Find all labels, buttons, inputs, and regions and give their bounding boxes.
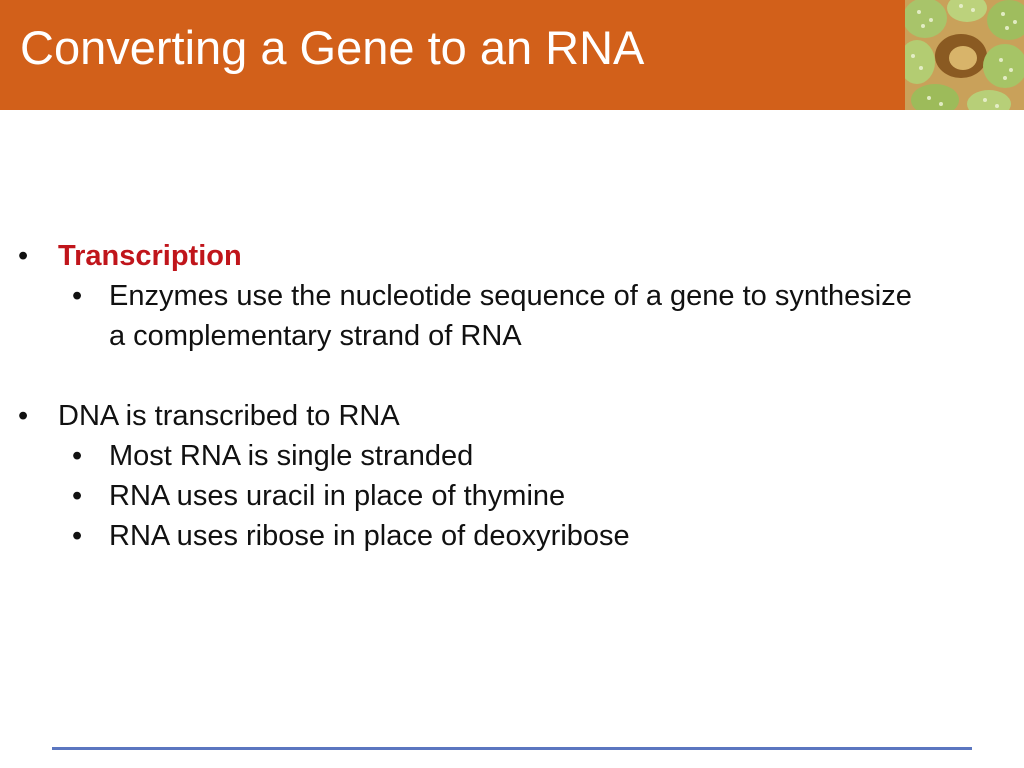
- bullet-marker: •: [72, 520, 83, 552]
- spacer: [0, 356, 1024, 396]
- sub-bullet-uracil: • RNA uses uracil in place of thymine: [0, 476, 1024, 516]
- bullet-heading: Transcription: [58, 240, 242, 272]
- slide-header: Converting a Gene to an RNA: [0, 0, 1024, 110]
- bullet-heading: DNA is transcribed to RNA: [58, 400, 400, 432]
- bullet-marker: •: [18, 400, 29, 432]
- slide-body: • Transcription • Enzymes use the nucleo…: [0, 236, 1024, 556]
- sub-bullet-ribose: • RNA uses ribose in place of deoxyribos…: [0, 516, 1024, 556]
- sub-bullet-text: Enzymes use the nucleotide sequence of a…: [109, 280, 912, 352]
- sub-bullet-single-stranded: • Most RNA is single stranded: [0, 436, 1024, 476]
- sub-bullet-enzymes: • Enzymes use the nucleotide sequence of…: [0, 276, 1024, 356]
- sub-bullet-text: Most RNA is single stranded: [109, 440, 474, 472]
- bullet-dna-transcribed: • DNA is transcribed to RNA: [0, 396, 1024, 436]
- bullet-marker: •: [72, 440, 83, 472]
- sub-bullet-text: RNA uses ribose in place of deoxyribose: [109, 520, 630, 552]
- cactus-photo: [905, 0, 1024, 110]
- slide-title: Converting a Gene to an RNA: [20, 21, 645, 74]
- bullet-marker: •: [72, 480, 83, 512]
- sub-bullet-text: RNA uses uracil in place of thymine: [109, 480, 566, 512]
- bullet-transcription: • Transcription: [0, 236, 1024, 276]
- footer-divider: [52, 747, 972, 750]
- bullet-marker: •: [72, 280, 83, 312]
- bullet-marker: •: [18, 240, 29, 272]
